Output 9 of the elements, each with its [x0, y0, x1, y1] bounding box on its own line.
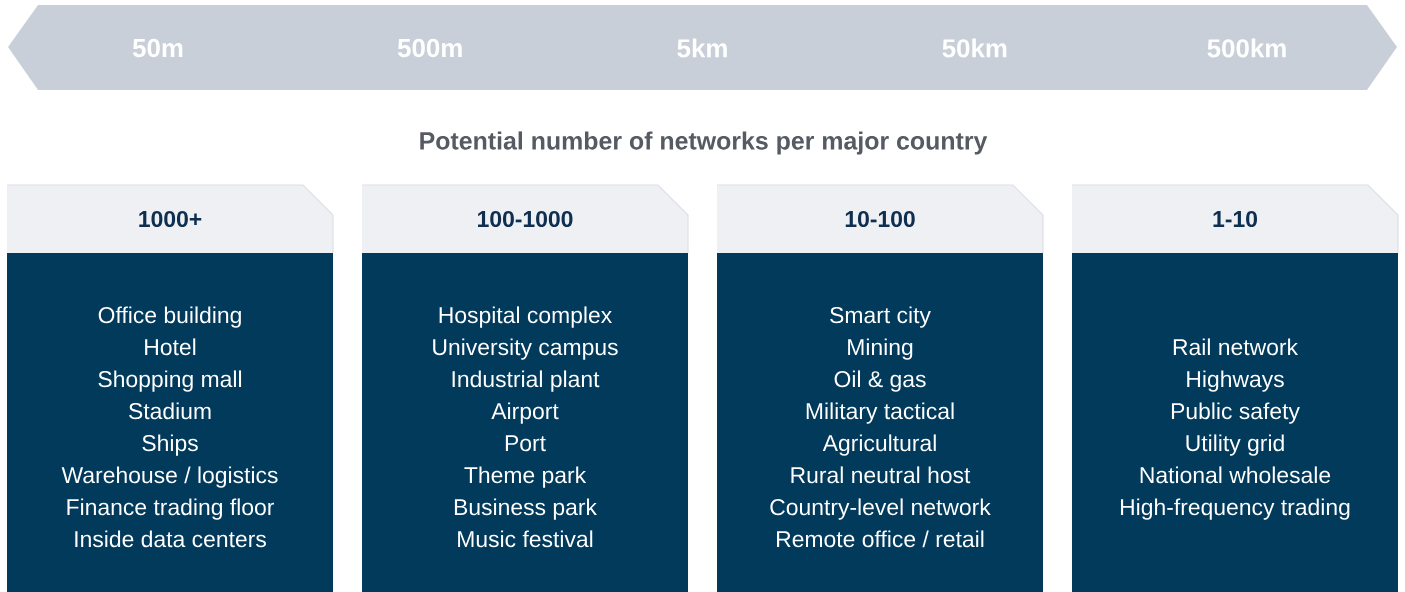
card: 10-100 Smart city Mining Oil & gas Military tactical Agricultural Rural neutral host Country-level network Remote office / retail: [716, 184, 1044, 592]
node-label: 1-10: [1213, 210, 1257, 228]
card: 1-10 Rail network Highways Public safety Utility grid National wholesale High-frequency trading: [1071, 184, 1399, 592]
card: 1000+ Office building Hotel Shopping mall Stadium Ships Warehouse / logistics Finance trading floor Inside data centers: [6, 184, 334, 592]
title: Potential number of networks per major country: [420, 131, 988, 155]
node-label: 100-1000: [478, 210, 573, 228]
card: 100-1000 Hospital complex University campus Industrial plant Airport Port Theme park Business park Music festival: [361, 184, 689, 592]
node-label: 1000+: [139, 210, 202, 228]
node-label: 10-100: [845, 210, 915, 228]
